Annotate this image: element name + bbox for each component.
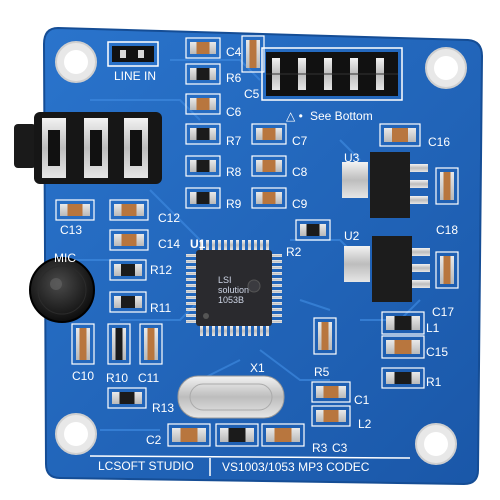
label-c7: C7 — [292, 134, 308, 148]
label-c18: C18 — [436, 223, 458, 237]
cap-c14 — [109, 229, 149, 251]
res-r7 — [185, 123, 221, 145]
mic-label: MIC — [54, 251, 76, 265]
res-r1 — [381, 367, 425, 389]
see-bottom-label: See Bottom — [310, 109, 373, 123]
label-c13: C13 — [60, 223, 82, 237]
chip-marking-line1: LSI — [218, 275, 232, 285]
cap-c18 — [435, 167, 459, 205]
cap-c12 — [109, 199, 149, 221]
res-r12 — [109, 259, 147, 281]
label-r3: R3 — [312, 441, 328, 455]
label-c17: C17 — [432, 305, 454, 319]
crystal-x1 — [177, 375, 285, 419]
cap-c15 — [381, 335, 425, 359]
label-r1: R1 — [426, 375, 442, 389]
cap-c11 — [139, 323, 163, 365]
res-r11 — [109, 291, 147, 313]
label-c12: C12 — [158, 211, 180, 225]
label-r11: R11 — [150, 301, 171, 315]
cap-c2 — [167, 423, 211, 447]
label-r12: R12 — [150, 263, 172, 277]
label-r10: R10 — [106, 371, 128, 385]
cap-c7 — [251, 123, 287, 145]
cap-c16 — [379, 123, 421, 147]
cap-r3 — [261, 423, 305, 447]
u3-regulator — [342, 152, 428, 218]
cap-c8 — [251, 155, 287, 177]
ind-l2 — [311, 405, 351, 427]
label-c14: C14 — [158, 237, 180, 251]
res-r9 — [185, 187, 221, 209]
label-l1: L1 — [426, 321, 440, 335]
cap-c1 — [311, 381, 351, 403]
res-r13 — [107, 387, 147, 409]
cap-c4 — [185, 37, 221, 59]
label-c11: C11 — [138, 371, 159, 385]
label-c4: C4 — [226, 45, 242, 59]
cap-c9 — [251, 187, 287, 209]
label-c16: C16 — [428, 135, 450, 149]
res-r8 — [185, 155, 221, 177]
label-x1: X1 — [250, 361, 265, 375]
line-in-label: LINE IN — [114, 69, 156, 83]
label-c9: C9 — [292, 197, 308, 211]
label-l2: L2 — [358, 417, 372, 431]
chip-marking-line3: 1053B — [218, 295, 244, 305]
label-u3: U3 — [344, 151, 360, 165]
cap-r5 — [313, 317, 337, 355]
footer-right-label: VS1003/1053 MP3 CODEC — [222, 460, 370, 474]
label-c3: C3 — [332, 441, 348, 455]
microphone — [29, 257, 95, 323]
label-c1: C1 — [354, 393, 370, 407]
label-c15: C15 — [426, 345, 448, 359]
audio-jack — [14, 112, 162, 184]
label-r7: R7 — [226, 134, 242, 148]
label-r6: R6 — [226, 71, 242, 85]
mounting-holes — [55, 41, 467, 465]
footer-silkscreen: LCSOFT STUDIO VS1003/1053 MP3 CODEC — [89, 455, 411, 476]
label-c8: C8 — [292, 165, 308, 179]
cap-c5 — [241, 35, 265, 73]
res-r2 — [295, 219, 331, 241]
res-r6 — [185, 63, 221, 85]
u2-regulator — [344, 236, 430, 302]
res-c2b — [215, 423, 259, 447]
pin-header-2x5 — [261, 47, 403, 101]
label-c10: C10 — [72, 369, 94, 383]
label-c2: C2 — [146, 433, 162, 447]
label-c5: C5 — [244, 87, 260, 101]
cap-c13 — [55, 199, 95, 221]
chip-marking-line2: solution — [218, 285, 249, 295]
ind-l1 — [381, 311, 425, 335]
cap-c17 — [435, 251, 459, 289]
res-r10 — [107, 323, 131, 365]
smd-components — [55, 35, 459, 447]
cap-c6 — [185, 93, 221, 115]
label-r9: R9 — [226, 197, 242, 211]
label-r5: R5 — [314, 365, 330, 379]
cap-c10 — [71, 323, 95, 365]
label-c6: C6 — [226, 105, 242, 119]
label-r13: R13 — [152, 401, 174, 415]
label-u2: U2 — [344, 229, 360, 243]
line-in-header — [107, 41, 159, 67]
u1-vs1053-chip: LSI solution 1053B — [186, 240, 282, 336]
footer-left-label: LCSOFT STUDIO — [98, 459, 194, 473]
label-r8: R8 — [226, 165, 242, 179]
label-u1: U1 — [190, 237, 206, 251]
label-r2: R2 — [286, 245, 302, 259]
silkscreen-labels: LINE IN See Bottom △ • MIC C4 R6 C5 C6 R… — [54, 45, 458, 455]
see-bottom-arrows: △ • — [286, 109, 303, 123]
